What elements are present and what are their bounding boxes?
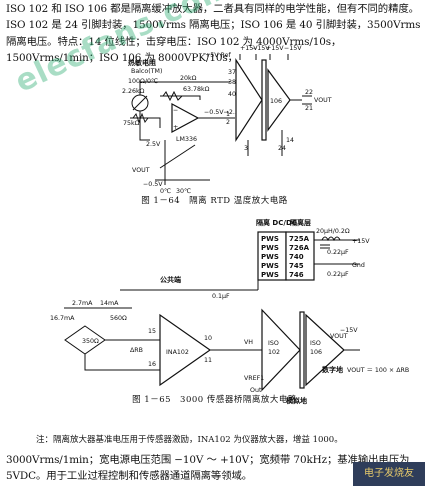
iso-dcdc-label: 隔离 DC/DC [256, 218, 297, 227]
svg-text:Out: Out [250, 387, 262, 394]
svg-text:PWS: PWS [261, 235, 279, 243]
paragraph-bottom: 3000Vrms/1min；宽电源电压范围 −10V ～ +10V；宽频带 70… [6, 454, 410, 483]
svg-text:746: 746 [289, 271, 304, 279]
r5-label: 75kΩ [123, 120, 140, 127]
svg-text:2.5V: 2.5V [146, 141, 161, 148]
iso106-output-stage [267, 68, 291, 132]
svg-text:106: 106 [310, 349, 322, 356]
figure1-schematic: 热敏电阻 Balco(TM) 100Ω/0℃ 2.26kΩ 63.78kΩ 20… [122, 45, 332, 195]
ic1-label: LM336 [176, 136, 197, 143]
inductor-symbol [321, 236, 341, 242]
ina102-label: INA102 [166, 349, 189, 356]
svg-text:14: 14 [286, 137, 294, 144]
svg-text:10: 10 [204, 335, 212, 342]
vref-label: +5V Ref [205, 52, 232, 59]
svg-text:PWS: PWS [261, 262, 279, 270]
site-logo: 电子发烧友 [353, 462, 425, 486]
svg-text:740: 740 [289, 253, 304, 261]
transfer-graph-line [159, 144, 196, 169]
fig2-isolation-barrier [299, 311, 305, 389]
iso102-stage [261, 308, 301, 392]
chip-label: 106 [270, 98, 282, 105]
svg-text:3: 3 [244, 145, 248, 152]
svg-text:30℃: 30℃ [176, 188, 191, 195]
paragraph-top: ISO 102 和 ISO 106 都是隔离缓冲放大器，二者具有同样的电学性能，… [6, 3, 421, 64]
ina102-amplifier [159, 313, 212, 387]
r4-label: 20kΩ [180, 75, 197, 82]
sensor-label: 热敏电阻 [128, 58, 156, 67]
svg-text:+15V: +15V [352, 238, 370, 245]
svg-text:1: 1 [226, 111, 230, 118]
svg-text:16: 16 [148, 361, 156, 368]
svg-text:PWS: PWS [261, 271, 279, 279]
transfer-graph-axes [155, 140, 210, 185]
range-label: −0.5V→2.5V [204, 109, 244, 116]
isolation-barrier [261, 59, 267, 141]
svg-text:0.22μF: 0.22μF [327, 271, 349, 278]
svg-text:+15V: +15V [266, 45, 284, 52]
svg-text:37: 37 [228, 69, 236, 76]
vout-label: VOUT [314, 97, 332, 104]
figure2-caption: 图 1－65 3000 传感器桥隔离放大电路 [132, 395, 297, 405]
iso106-input-stage [235, 57, 263, 143]
common-gnd-label: 公共端 [160, 275, 181, 284]
svg-text:726A: 726A [289, 244, 310, 252]
svg-text:745: 745 [289, 262, 304, 270]
inductor-label: 20μH/0.2Ω [316, 228, 350, 235]
svg-text:模拟地: 模拟地 [286, 396, 307, 405]
svg-text:0.22μF: 0.22μF [327, 249, 349, 256]
svg-text:15: 15 [148, 328, 156, 335]
iso-layer-label: 隔离层 [290, 218, 311, 227]
svg-text:数字地: 数字地 [322, 365, 343, 374]
r2-label: 2.26kΩ [122, 88, 145, 95]
pws-left-block [257, 231, 287, 281]
svg-text:+15V: +15V [240, 45, 258, 52]
opamp-lm336 [171, 102, 200, 134]
svg-text:ΔRB: ΔRB [130, 347, 143, 354]
figure2-note: 注：隔离放大器基准电压用于传感器激励，INA102 为仪器放大器，增益 1000… [36, 435, 343, 445]
svg-text:−15V: −15V [252, 45, 270, 52]
svg-text:VOUT: VOUT [132, 167, 150, 174]
sensor-part-label: Balco(TM) [131, 68, 162, 75]
r3-label: 63.78kΩ [183, 86, 210, 93]
svg-text:VOUT: VOUT [330, 333, 348, 340]
svg-text:21: 21 [305, 105, 313, 112]
svg-text:560Ω: 560Ω [110, 315, 127, 322]
pws-right-block [285, 231, 315, 281]
svg-text:22: 22 [305, 89, 313, 96]
svg-text:PWS: PWS [261, 253, 279, 261]
svg-text:11: 11 [204, 357, 212, 364]
svg-text:−15V: −15V [340, 327, 358, 334]
svg-text:0.1μF: 0.1μF [212, 293, 230, 300]
svg-text:16.7mA: 16.7mA [50, 315, 75, 322]
svg-text:725A: 725A [289, 235, 310, 243]
figure2-schematic: 隔离 DC/DC 隔离层 PWS PWS PWS PWS PWS 725A 72… [50, 218, 409, 405]
svg-text:PWS: PWS [261, 244, 279, 252]
svg-text:0℃: 0℃ [160, 188, 171, 195]
svg-text:350Ω: 350Ω [82, 338, 99, 345]
svg-text:ISO: ISO [310, 340, 321, 347]
svg-text:VREF1: VREF1 [244, 375, 264, 382]
svg-text:Gnd: Gnd [352, 262, 365, 269]
svg-text:ISO: ISO [268, 340, 279, 347]
svg-text:−: − [173, 107, 178, 114]
svg-text:40: 40 [228, 91, 236, 98]
svg-text:14mA: 14mA [100, 300, 119, 307]
iso106-stage [305, 313, 345, 387]
svg-text:+: + [173, 124, 178, 131]
svg-text:−15V: −15V [284, 45, 302, 52]
svg-text:2: 2 [226, 119, 230, 126]
svg-text:2.7mA: 2.7mA [72, 300, 93, 307]
vout-formula-label: VOUT ＝ 100 × ΔRB [347, 367, 409, 374]
svg-text:102: 102 [268, 349, 280, 356]
svg-text:VH: VH [244, 339, 253, 346]
figure1-caption: 图 1－64 隔离 RTD 温度放大电路 [141, 196, 288, 206]
pws-labels: PWS PWS PWS PWS PWS 725A 726A 740 745 74… [261, 235, 310, 279]
svg-text:38: 38 [228, 79, 236, 86]
svg-text:−0.5V: −0.5V [143, 181, 163, 188]
